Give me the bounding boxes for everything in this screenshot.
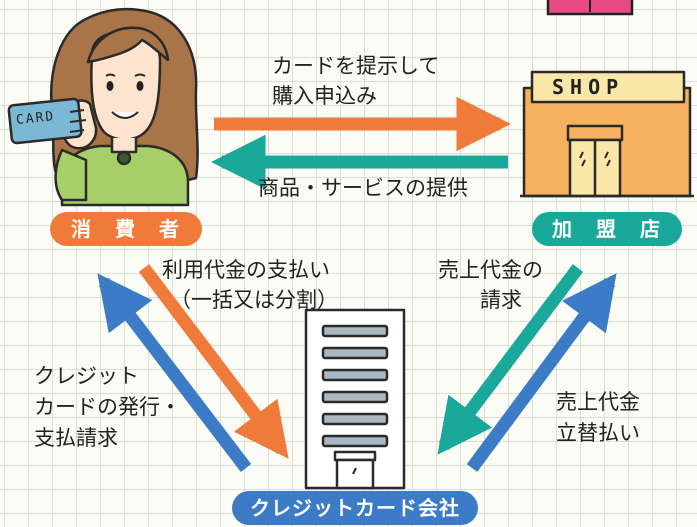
label-pay-usage-line2: （一括又は分割） [170,288,338,312]
card-company-node-label: クレジットカード会社 [232,491,478,525]
card-text: CARD [15,108,56,129]
label-bill-sales-line2: 請求 [480,288,522,312]
label-present-card-line2: 購入申込み [272,84,377,108]
shop-illustration [520,70,694,198]
card-company-building [304,308,406,490]
label-provide-goods: 商品・サービスの提供 [258,176,468,200]
arrow-pay-usage [138,264,289,459]
label-bill-sales-line1: 売上代金の [438,258,543,282]
shop-building-top [546,0,634,16]
label-issue-card-line2: カードの発行・ [34,395,181,419]
label-present-card-line1: カードを提示して [272,54,440,78]
label-pay-usage-line1: 利用代金の支払い [162,258,330,282]
consumer-illustration [7,7,199,207]
label-issue-card-line3: 支払請求 [34,426,118,450]
arrow-bill-sales [437,264,584,455]
merchant-node-label: 加 盟 店 [532,212,682,246]
arrow-issue-card [97,273,252,472]
label-advance-payment-line1: 売上代金 [556,390,640,414]
label-issue-card-line1: クレジット [34,364,139,388]
arrow-advance-payment [466,273,617,472]
label-advance-payment-line2: 立替払い [556,421,640,445]
shop-sign: SHOP [552,75,625,99]
consumer-node-label: 消 費 者 [50,212,202,246]
